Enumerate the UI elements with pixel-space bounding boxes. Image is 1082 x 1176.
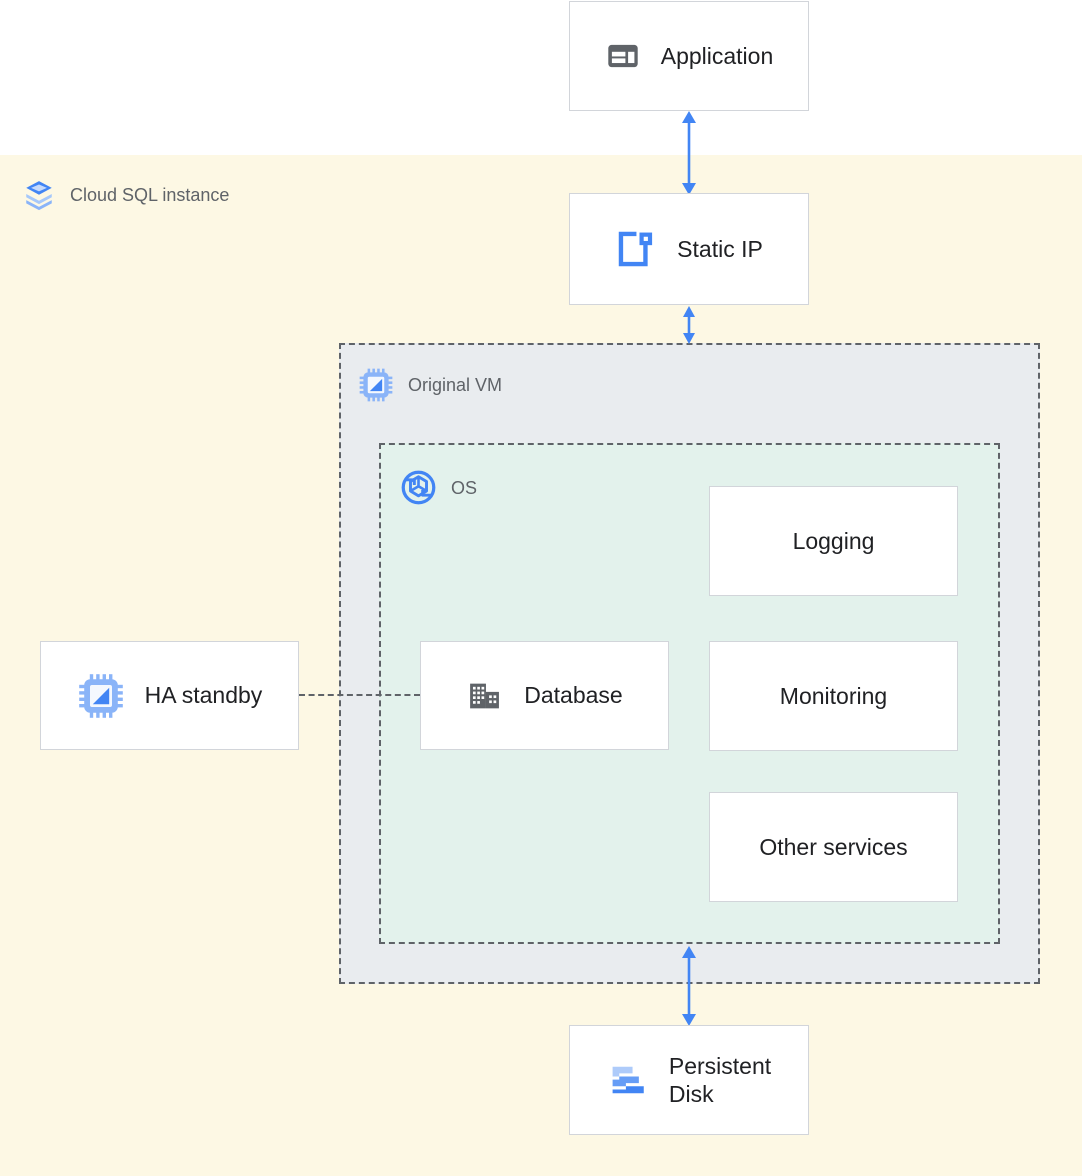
region-header-cloud-sql: Cloud SQL instance xyxy=(22,178,229,212)
vm-chip-icon xyxy=(358,367,394,403)
region-header-os: OS xyxy=(400,469,477,506)
node-monitoring[interactable]: Monitoring xyxy=(709,641,958,751)
node-label-monitoring: Monitoring xyxy=(779,682,888,709)
vm-chip-icon xyxy=(77,672,125,720)
database-building-icon xyxy=(466,677,504,715)
node-application[interactable]: Application xyxy=(569,1,809,111)
static-ip-icon xyxy=(615,228,657,270)
region-label-cloud-sql: Cloud SQL instance xyxy=(70,185,230,205)
node-label-ha-standby: HA standby xyxy=(144,682,263,709)
cloud-sql-icon xyxy=(22,178,56,212)
node-database[interactable]: Database xyxy=(420,641,669,750)
os-icon xyxy=(400,469,437,506)
node-label-application: Application xyxy=(660,42,774,69)
node-persistent-disk[interactable]: Persistent Disk xyxy=(569,1025,809,1135)
node-label-static-ip: Static IP xyxy=(677,235,763,262)
node-ha-standby[interactable]: HA standby xyxy=(40,641,299,750)
application-icon xyxy=(605,38,641,74)
connector-ha-standby-to-database xyxy=(299,694,420,696)
persistent-disk-icon xyxy=(607,1059,649,1101)
node-logging[interactable]: Logging xyxy=(709,486,958,596)
node-label-persistent-disk: Persistent Disk xyxy=(668,1052,772,1107)
node-label-database: Database xyxy=(524,682,623,709)
region-label-os: OS xyxy=(451,477,478,498)
node-label-other-services: Other services xyxy=(759,833,908,860)
node-static-ip[interactable]: Static IP xyxy=(569,193,809,305)
region-header-original-vm: Original VM xyxy=(358,367,502,403)
connector-static-ip-to-vm xyxy=(683,306,695,344)
region-label-original-vm: Original VM xyxy=(408,375,503,395)
connector-application-to-static-ip xyxy=(682,111,696,195)
node-label-logging: Logging xyxy=(792,527,875,554)
connector-vm-to-persistent-disk xyxy=(682,946,696,1026)
node-other-services[interactable]: Other services xyxy=(709,792,958,902)
